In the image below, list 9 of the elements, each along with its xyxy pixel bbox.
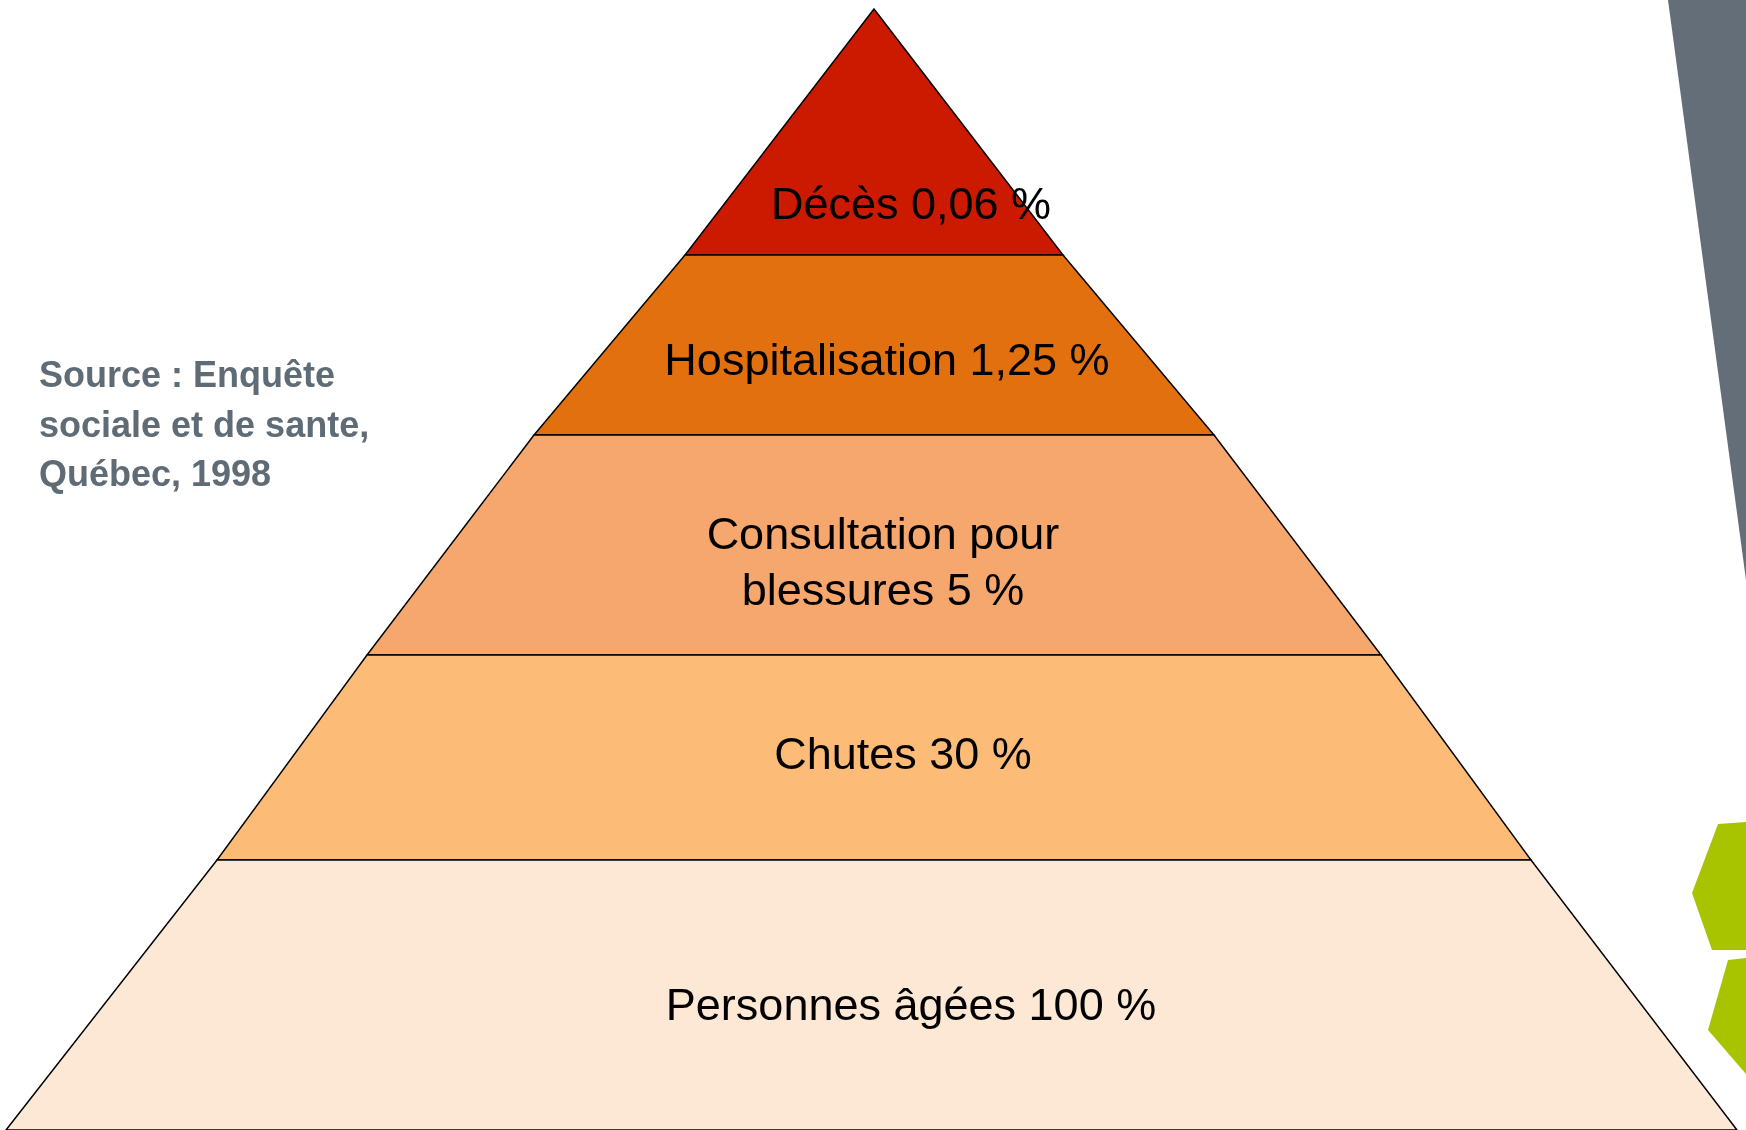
level-label: Chutes 30 % xyxy=(773,727,1033,781)
level-label: Hospitalisation 1,25 % xyxy=(663,333,1111,387)
level-label: Consultation pour blessures 5 % xyxy=(705,506,1061,617)
level-label: Personnes âgées 100 % xyxy=(664,978,1158,1032)
pyramid-level xyxy=(534,255,1214,435)
source-note: Source : Enquête sociale et de sante, Québec, 1998 xyxy=(39,353,371,497)
pyramid-level xyxy=(217,655,1531,860)
pyramid-level xyxy=(367,435,1381,655)
pyramid-level xyxy=(6,860,1737,1130)
